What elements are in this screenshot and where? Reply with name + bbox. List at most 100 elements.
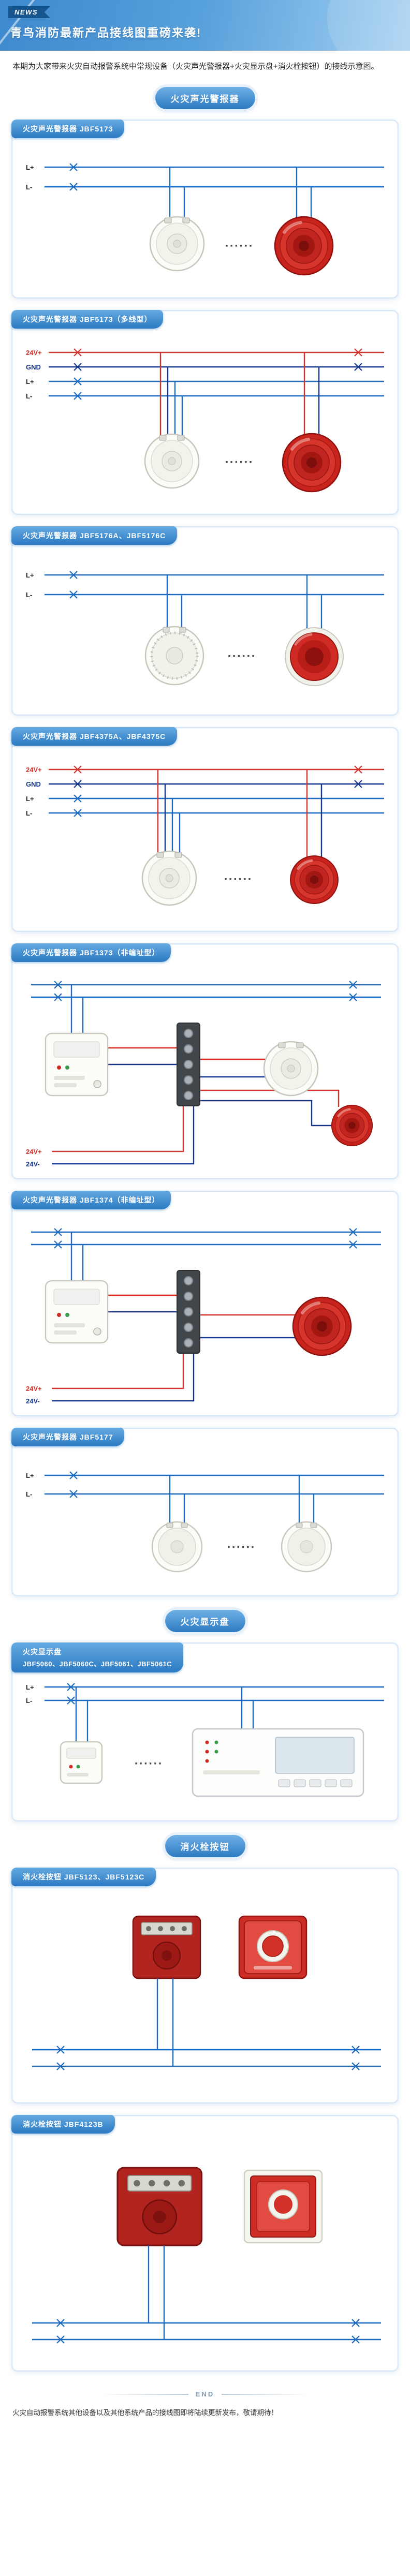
banner-decoration: [327, 0, 410, 51]
io-module: [45, 1033, 109, 1097]
alarm-device: [285, 628, 343, 686]
card-jbf4123b: 消火栓按钮 JBF4123B: [11, 2115, 399, 2372]
card-jbf1374: 火灾声光警报器 JBF1374（非编址型） 24V+ 24V-: [11, 1191, 399, 1417]
ellipsis: ······: [225, 240, 253, 251]
card-jbf5176: 火灾声光警报器 JBF5176A、JBF5176C L+ L- ······: [11, 526, 399, 716]
sounder-device: [151, 1521, 203, 1573]
terminal-block: [177, 1270, 200, 1354]
ellipsis: ······: [227, 650, 256, 662]
alarm-device: [283, 434, 341, 492]
wire-label-l-plus: L+: [26, 1472, 34, 1479]
sounder-device: [144, 434, 200, 489]
wire-label-l-minus: L-: [26, 1490, 32, 1498]
wiring-diagram-jbf4123b: [32, 2167, 381, 2344]
bus-wires: [45, 1683, 384, 1742]
card-jbf1373: 火灾声光警报器 JBF1373（非编址型） 24V+ 24V-: [11, 943, 399, 1180]
wire-label-l-plus: L+: [26, 164, 34, 171]
card-jbf5177: 火灾声光警报器 JBF5177 L+ L- ······: [11, 1428, 399, 1597]
card-title: 火灾声光警报器 JBF5176A、JBF5176C: [11, 526, 178, 545]
end-label: END: [195, 2390, 215, 2399]
wiring-diagram-jbf5173: L+ L- ······: [26, 163, 384, 291]
bus-wires: [32, 2245, 381, 2344]
section-title-hydrant: 消火栓按钮: [165, 1835, 245, 1858]
section-title-display: 火灾显示盘: [165, 1610, 245, 1633]
banner: NEWS 青鸟消防最新产品接线图重磅来袭!: [0, 0, 410, 51]
card-title: 火灾声光警报器 JBF5173: [11, 120, 125, 139]
card-jbf5123: 消火栓按钮 JBF5123、JBF5123C: [11, 1868, 399, 2104]
io-module: [45, 1280, 109, 1344]
end-line-right: [222, 2393, 310, 2395]
footer-note: 火灾自动报警系统其他设备以及其他系统产品的接线图即将陆续更新发布，敬请期待！: [12, 2409, 278, 2417]
card-jbf5173-multiwire: 火灾声光警报器 JBF5173（多线型） 24V+ GND L+ L- ····…: [11, 310, 399, 515]
hydrant-button-back: [132, 1916, 201, 1979]
control-wires: [52, 1047, 340, 1165]
wire-label-24v-minus: 24V-: [26, 1160, 40, 1168]
bus-wires: [45, 1471, 384, 1523]
end-line-left: [100, 2393, 188, 2395]
card-jbf5173: 火灾声光警报器 JBF5173 L+ L- ······: [11, 120, 399, 299]
alarm-device: [293, 1297, 351, 1355]
wiring-diagram-jbf4375: 24V+ GND L+ L- ······: [26, 765, 384, 906]
card-title-models: JBF5060、JBF5060C、JBF5061、JBF5061C: [23, 1660, 172, 1668]
bus-wires: [31, 981, 381, 1034]
wire-label-l-plus: L+: [26, 571, 34, 579]
display-panel-device: [192, 1728, 364, 1797]
wiring-diagram-jbf1374: 24V+ 24V-: [26, 1228, 381, 1405]
wiring-diagram-jbf5173-multiwire: 24V+ GND L+ L- ······: [26, 348, 384, 508]
wiring-diagram-jbf5176: L+ L- ······: [26, 571, 384, 708]
card-title: 火灾声光警报器 JBF1373（非编址型）: [11, 943, 171, 963]
card-title: 火灾声光警报器 JBF5173（多线型）: [11, 310, 164, 329]
bus-wires: [31, 1228, 381, 1281]
banner-title: 青鸟消防最新产品接线图重磅来袭!: [10, 26, 202, 39]
wire-label-l-minus: L-: [26, 392, 32, 400]
wire-label-l-minus: L-: [26, 1697, 32, 1705]
alarm-device: [275, 217, 333, 275]
wiring-diagram-jbf1373: 24V+ 24V-: [26, 981, 381, 1168]
wire-label-l-minus: L-: [26, 809, 32, 817]
wire-label-l-plus: L+: [26, 378, 34, 386]
bus-wires: [49, 765, 384, 860]
wire-label-l-minus: L-: [26, 183, 32, 191]
card-title: 火灾显示盘 JBF5060、JBF5060C、JBF5061、JBF5061C: [11, 1642, 184, 1673]
wire-label-gnd: GND: [26, 363, 41, 371]
module-device: [60, 1741, 103, 1784]
end-divider: END: [0, 2390, 410, 2398]
sounder-device: [263, 1041, 319, 1097]
alarm-device: [290, 856, 338, 904]
card-jbf5060-display: 火灾显示盘 JBF5060、JBF5060C、JBF5061、JBF5061C …: [11, 1642, 399, 1822]
wiring-diagram-jbf5123: [32, 1916, 381, 2071]
wire-label-24v-plus: 24V+: [26, 1385, 42, 1393]
bus-wires: [49, 348, 384, 437]
ellipsis: ······: [134, 1758, 163, 1769]
sounder-device: [145, 627, 203, 685]
wire-label-l-plus: L+: [26, 795, 34, 803]
wire-label-24v-minus: 24V-: [26, 1397, 40, 1405]
section-title-sounder: 火灾声光警报器: [155, 87, 255, 110]
hydrant-button-back: [116, 2167, 203, 2246]
wire-label-l-minus: L-: [26, 591, 32, 599]
hydrant-button-front: [243, 2170, 323, 2244]
card-title: 火灾声光警报器 JBF5177: [11, 1428, 125, 1447]
card-title: 火灾声光警报器 JBF4375A、JBF4375C: [11, 727, 178, 746]
wiring-diagram-jbf5177: L+ L- ······: [26, 1471, 384, 1573]
card-title: 消火栓按钮 JBF5123、JBF5123C: [11, 1868, 156, 1887]
sounder-device: [281, 1521, 332, 1573]
wire-label-l-plus: L+: [26, 1683, 34, 1691]
bus-wires: [32, 1978, 381, 2071]
wire-label-24v-plus: 24V+: [26, 1148, 42, 1156]
sounder-device: [149, 216, 205, 272]
card-jbf4375: 火灾声光警报器 JBF4375A、JBF4375C 24V+ GND L+ L-…: [11, 727, 399, 932]
news-ribbon: NEWS: [8, 6, 50, 18]
wiring-diagram-display-panel: L+ L- ······: [26, 1683, 384, 1797]
alarm-device: [332, 1105, 372, 1146]
wire-label-24v-plus: 24V+: [26, 766, 42, 774]
card-title: 消火栓按钮 JBF4123B: [11, 2115, 115, 2134]
bus-wires: [45, 571, 384, 629]
control-wires: [52, 1295, 296, 1402]
ellipsis: ······: [224, 874, 252, 885]
ellipsis: ······: [225, 456, 253, 468]
card-title-main: 火灾显示盘: [23, 1648, 62, 1656]
wire-label-24v-plus: 24V+: [26, 349, 42, 357]
intro-text: 本期为大家带来火灾自动报警系统中常规设备（火灾声光警报器+火灾显示盘+消火栓按钮…: [12, 62, 379, 71]
terminal-block: [177, 1023, 200, 1107]
